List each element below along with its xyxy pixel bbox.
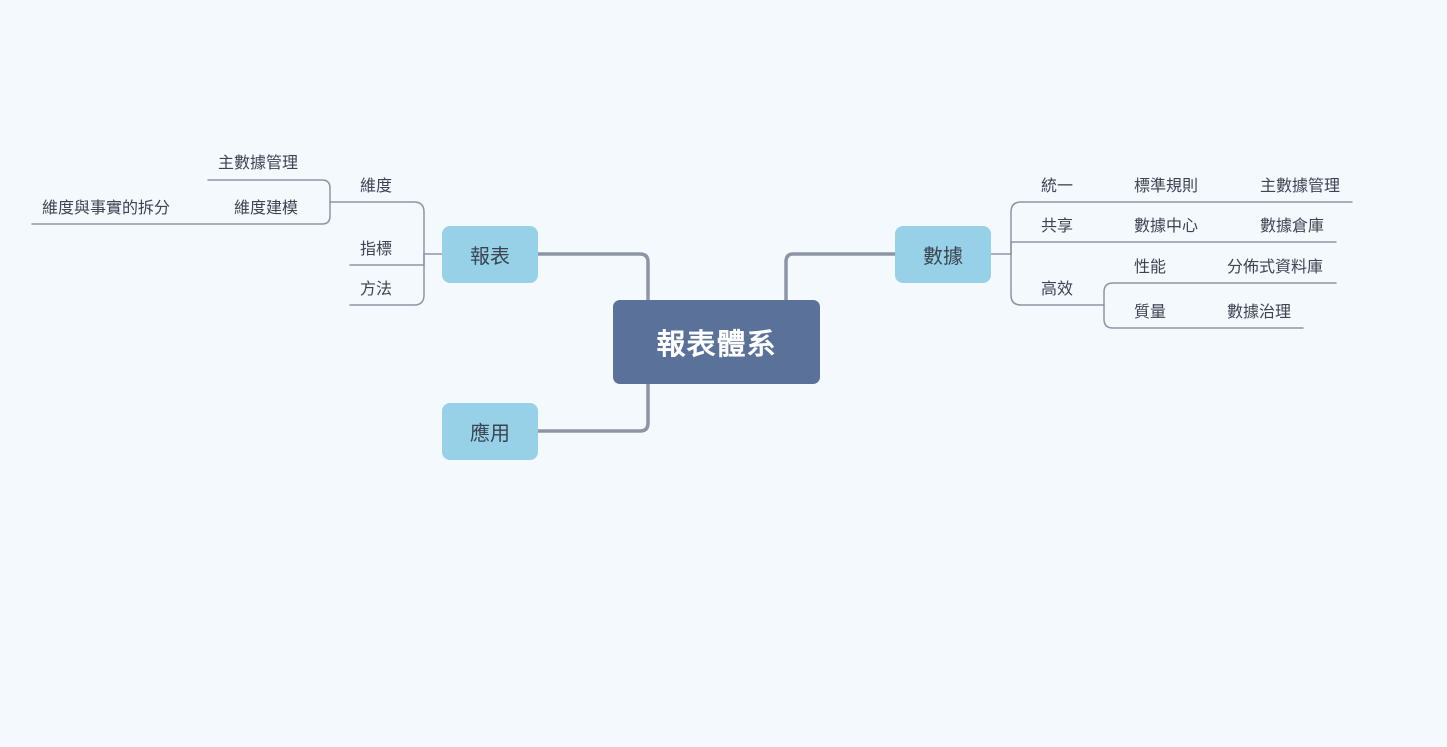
node-quality[interactable]: 質量 bbox=[1134, 302, 1167, 321]
node-master-data-mgmt-right[interactable]: 主數據管理 bbox=[1260, 176, 1341, 195]
topic-report[interactable]: 報表 bbox=[442, 226, 538, 283]
link-data-efficient bbox=[1010, 253, 1105, 306]
node-dimension[interactable]: 維度 bbox=[360, 176, 393, 195]
node-performance[interactable]: 性能 bbox=[1134, 257, 1167, 276]
link-data-unified bbox=[1010, 201, 1353, 255]
node-indicator[interactable]: 指標 bbox=[360, 239, 393, 258]
topic-application[interactable]: 應用 bbox=[442, 403, 538, 460]
link-data-shared bbox=[1010, 241, 1337, 255]
node-data-governance[interactable]: 數據治理 bbox=[1227, 302, 1292, 321]
link-root-data bbox=[784, 252, 897, 302]
node-efficient[interactable]: 高效 bbox=[1041, 279, 1074, 298]
node-data-center[interactable]: 數據中心 bbox=[1134, 216, 1199, 235]
link-report-dimension bbox=[329, 201, 425, 255]
node-distributed-db[interactable]: 分佈式資料庫 bbox=[1227, 257, 1324, 276]
link-root-application bbox=[536, 382, 650, 433]
link-dimension-master bbox=[207, 179, 331, 203]
node-master-data-mgmt-left[interactable]: 主數據管理 bbox=[218, 153, 299, 172]
topic-data[interactable]: 數據 bbox=[895, 226, 991, 283]
link-efficient-quality bbox=[1103, 304, 1304, 329]
node-method[interactable]: 方法 bbox=[360, 279, 393, 298]
link-report-method bbox=[349, 253, 425, 306]
link-dimension-modeling bbox=[31, 201, 331, 225]
node-data-warehouse[interactable]: 數據倉庫 bbox=[1260, 216, 1325, 235]
root-node[interactable]: 報表體系 bbox=[613, 300, 820, 384]
node-standard-rules[interactable]: 標準規則 bbox=[1134, 176, 1199, 195]
node-dimension-modeling[interactable]: 維度建模 bbox=[234, 198, 299, 217]
link-efficient-performance bbox=[1103, 282, 1337, 306]
node-dim-fact-split[interactable]: 維度與事實的拆分 bbox=[42, 198, 171, 217]
node-unified[interactable]: 統一 bbox=[1041, 176, 1074, 195]
link-root-report bbox=[536, 252, 650, 302]
node-shared[interactable]: 共享 bbox=[1041, 216, 1074, 235]
